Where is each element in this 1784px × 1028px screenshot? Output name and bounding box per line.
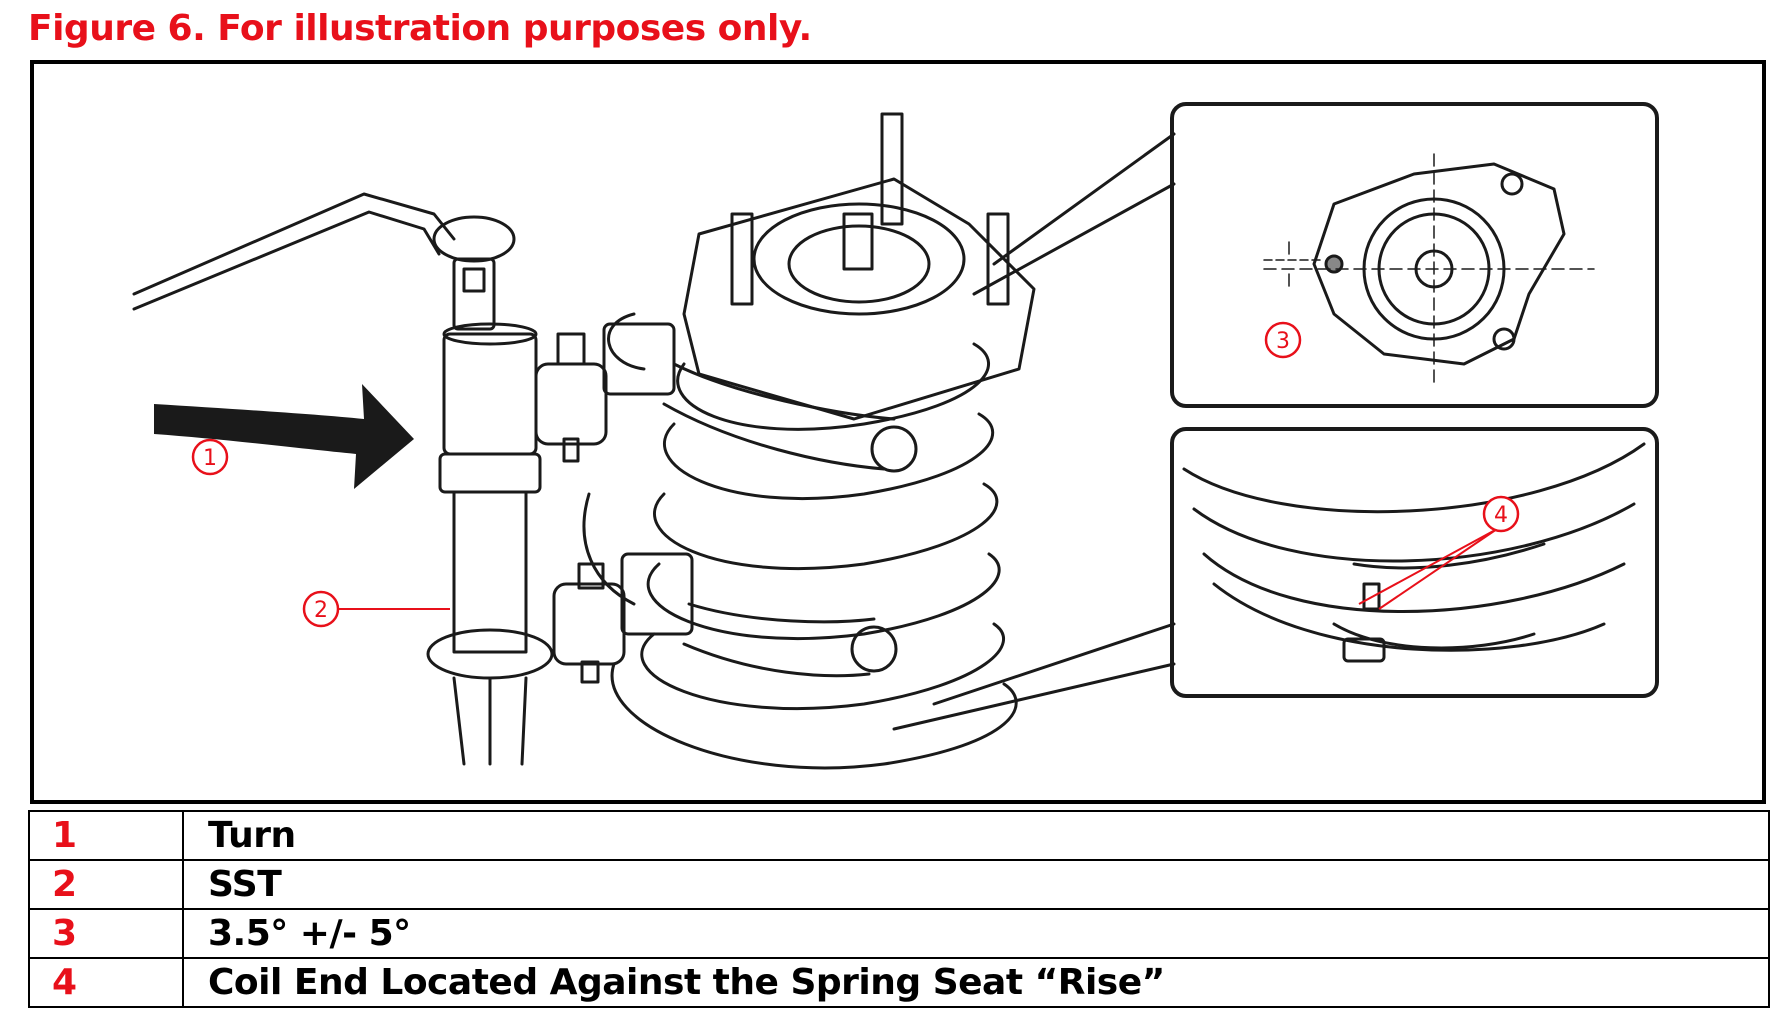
legend-description: Coil End Located Against the Spring Seat…	[182, 957, 1770, 1008]
lower-clamp	[552, 552, 898, 684]
legend-table: 1 Turn 2 SST 3 3.5° +/- 5° 4 Coil End Lo…	[28, 810, 1770, 1008]
callout-3: 3	[1264, 321, 1302, 359]
svg-text:4: 4	[1494, 503, 1508, 528]
upper-clamp	[534, 322, 918, 473]
svg-text:1: 1	[203, 446, 217, 471]
turn-arrow-icon	[154, 384, 414, 489]
figure-title: Figure 6. For illustration purposes only…	[28, 8, 812, 49]
sst-tool	[426, 322, 554, 766]
legend-number: 1	[28, 810, 184, 861]
table-row: 1 Turn	[28, 810, 1770, 861]
table-row: 4 Coil End Located Against the Spring Se…	[28, 957, 1770, 1008]
legend-number: 2	[28, 859, 184, 910]
strut-illustration: 1 2 3 4	[132, 102, 1659, 770]
callout-4: 4	[1482, 495, 1520, 533]
callout-2: 2	[302, 590, 340, 628]
table-row: 3 3.5° +/- 5°	[28, 908, 1770, 959]
legend-description: Turn	[182, 810, 1770, 861]
legend-description: 3.5° +/- 5°	[182, 908, 1770, 959]
legend-number: 3	[28, 908, 184, 959]
wrench-icon	[132, 192, 516, 331]
coil-spring	[582, 312, 1018, 770]
svg-text:3: 3	[1276, 329, 1290, 354]
upper-mount	[682, 112, 1036, 421]
inset-spring-seat	[1170, 427, 1659, 698]
illustration-frame: 1 2 3 4	[30, 60, 1766, 804]
callout-1: 1	[191, 438, 229, 476]
legend-description: SST	[182, 859, 1770, 910]
table-row: 2 SST	[28, 859, 1770, 910]
inset-top-mount	[1170, 102, 1659, 408]
svg-text:2: 2	[314, 598, 328, 623]
legend-number: 4	[28, 957, 184, 1008]
